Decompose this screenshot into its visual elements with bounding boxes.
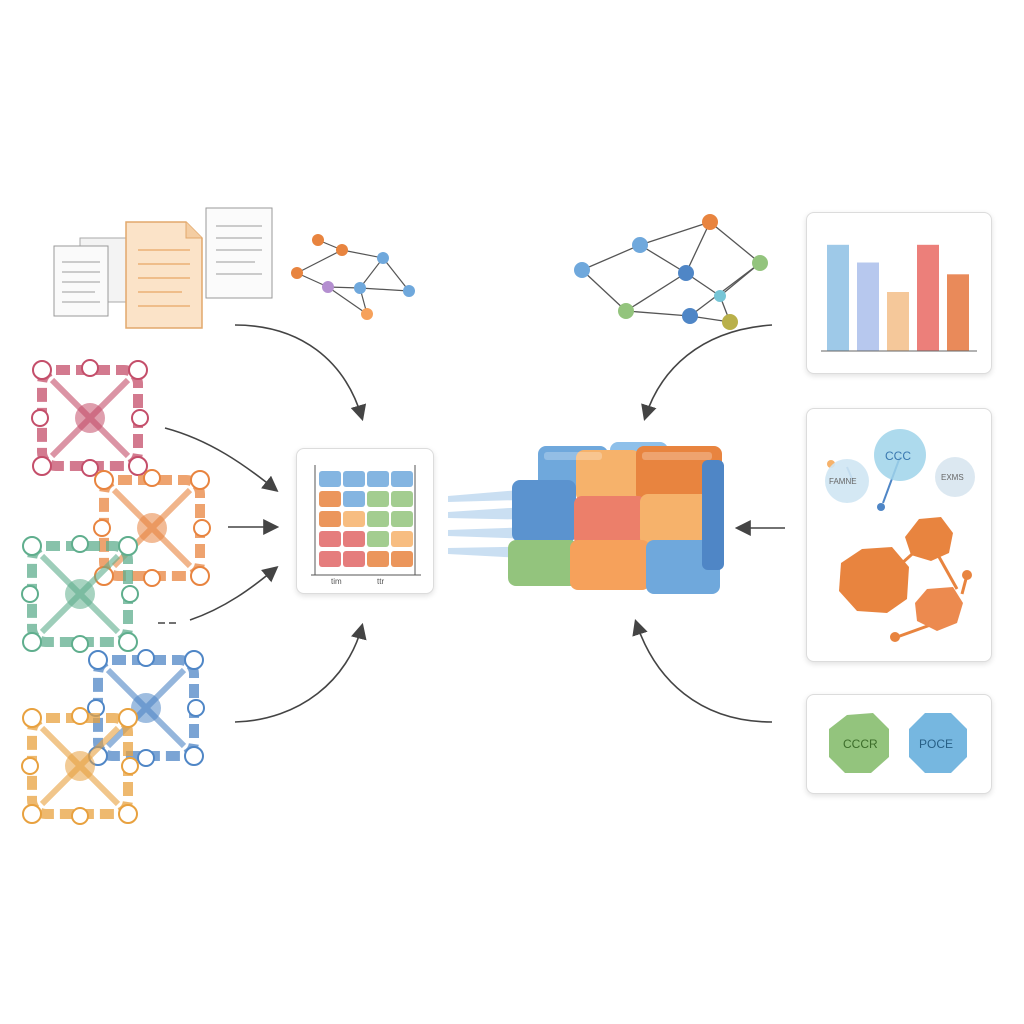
matrix-grid-icon [311,465,421,576]
bar [827,244,849,351]
matrix-cell [391,471,413,487]
bubble-label-top: CCC [885,449,911,463]
matrix-cell [391,551,413,567]
arrow-icon [189,565,279,621]
bubble-graph-card: CCC FAMNE EXMS [806,408,992,662]
matrix-grid-card: tim ttr [296,448,434,594]
matrix-footer-label-left: tim [331,577,342,586]
bubble-label-right: EXMS [941,473,964,482]
matrix-cell [343,471,365,487]
matrix-cell [391,531,413,547]
bar-chart-icon [821,244,977,352]
arrow-icon [234,622,367,723]
matrix-cell [367,491,389,507]
bubble-graph-icon [825,429,975,642]
bar-chart-card [806,212,992,374]
bar [857,262,879,351]
matrix-cell [367,511,389,527]
matrix-cell [319,551,341,567]
matrix-cell [367,471,389,487]
matrix-cell [343,491,365,507]
arrow-icon [641,324,773,422]
matrix-cell [367,551,389,567]
matrix-cell [391,511,413,527]
legend-pair-icon [829,713,967,773]
legend-label-left: CCCR [843,737,878,751]
legend-label-right: POCE [919,737,954,751]
matrix-cell [319,491,341,507]
matrix-cell [343,551,365,567]
bar [917,244,939,351]
matrix-cell [391,491,413,507]
matrix-cell [367,531,389,547]
arrow-icon [234,324,367,422]
matrix-footer-label-right: ttr [377,577,385,586]
matrix-cell [319,511,341,527]
arrow-icon [164,427,279,493]
bubble-label-left: FAMNE [829,477,857,486]
arrow-icon [632,618,773,723]
matrix-cell [343,511,365,527]
matrix-cell [343,531,365,547]
bar [887,292,909,351]
matrix-cell [319,471,341,487]
matrix-cell [319,531,341,547]
legend-pair-card: CCCR POCE [806,694,992,794]
bar [947,274,969,351]
